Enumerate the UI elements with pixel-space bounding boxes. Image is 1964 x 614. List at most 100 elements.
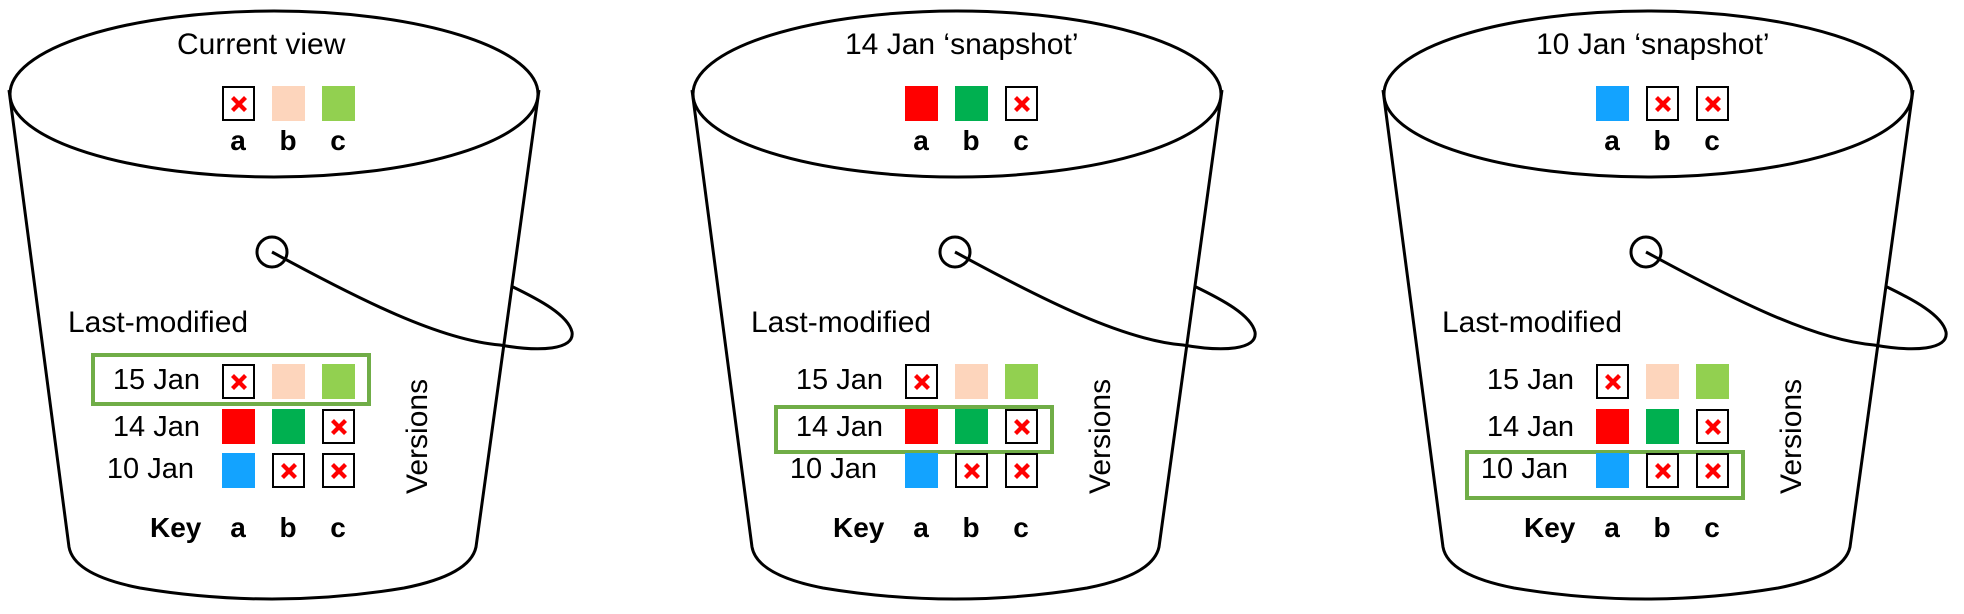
- object-b-delete-marker: [272, 453, 305, 488]
- deleted-x-icon: [1604, 373, 1621, 390]
- deleted-x-icon: [1704, 418, 1721, 435]
- object-c-delete-marker: [1005, 453, 1038, 488]
- deleted-x-icon: [1654, 95, 1671, 112]
- bucket-title: 10 Jan ‘snapshot’: [1536, 28, 1770, 61]
- object-label-a: a: [230, 125, 246, 156]
- key-label-a: a: [230, 512, 246, 543]
- version-date: 15 Jan: [795, 364, 883, 396]
- object-c-version-swatch: [1696, 364, 1729, 399]
- bucket-outline: [690, 9, 1257, 601]
- key-label-c: c: [1013, 512, 1029, 543]
- deleted-x-icon: [1654, 462, 1671, 479]
- object-a-version-swatch: [905, 453, 938, 488]
- key-label: Key: [150, 512, 202, 543]
- deleted-x-icon: [1704, 462, 1721, 479]
- selected-version-highlight: [774, 405, 1054, 454]
- object-label-b: b: [962, 125, 980, 156]
- object-label-c: c: [1013, 125, 1029, 156]
- version-date: 15 Jan: [112, 364, 200, 396]
- key-label: Key: [1524, 512, 1576, 543]
- object-b-version-swatch: [272, 86, 305, 121]
- bucket-handle-icon: [938, 235, 1257, 351]
- deleted-x-icon: [963, 462, 980, 479]
- object-a-version-swatch: [222, 409, 255, 444]
- object-a-delete-marker: [222, 364, 255, 399]
- version-date: 14 Jan: [112, 411, 200, 443]
- object-b-version-swatch: [955, 364, 988, 399]
- object-a-version-swatch: [1596, 86, 1629, 121]
- object-b-delete-marker: [1646, 86, 1679, 121]
- deleted-x-icon: [280, 462, 297, 479]
- object-b-version-swatch: [955, 409, 988, 444]
- object-c-version-swatch: [322, 364, 355, 399]
- deleted-x-icon: [1013, 95, 1030, 112]
- object-b-version-swatch: [955, 86, 988, 121]
- object-c-delete-marker: [1005, 86, 1038, 121]
- object-c-version-swatch: [1005, 364, 1038, 399]
- selected-version-highlight: [91, 353, 371, 406]
- object-label-b: b: [279, 125, 297, 156]
- versions-axis-label: Versions: [401, 378, 434, 494]
- object-b-delete-marker: [1646, 453, 1679, 488]
- bucket-handle-icon: [1629, 235, 1948, 351]
- deleted-x-icon: [230, 95, 247, 112]
- object-a-version-swatch: [1596, 453, 1629, 488]
- object-label-c: c: [330, 125, 346, 156]
- version-date: 10 Jan: [1480, 453, 1568, 485]
- versions-axis-label: Versions: [1775, 378, 1808, 494]
- last-modified-label: Last-modified: [68, 306, 249, 339]
- object-c-version-swatch: [322, 86, 355, 121]
- key-label-a: a: [913, 512, 929, 543]
- key-label-c: c: [330, 512, 346, 543]
- bucket-handle-icon: [255, 235, 574, 351]
- key-label-b: b: [1653, 512, 1671, 543]
- object-a-version-swatch: [1596, 409, 1629, 444]
- object-b-version-swatch: [272, 409, 305, 444]
- bucket-outline: [7, 9, 574, 601]
- bucket-title: 14 Jan ‘snapshot’: [845, 28, 1079, 61]
- versions-axis-label: Versions: [1084, 378, 1117, 494]
- deleted-x-icon: [1704, 95, 1721, 112]
- bucket-outline: [1381, 9, 1948, 601]
- bucket-title: Current view: [177, 28, 346, 61]
- object-label-a: a: [913, 125, 929, 156]
- object-a-version-swatch: [905, 409, 938, 444]
- version-date: 10 Jan: [106, 453, 194, 485]
- object-c-delete-marker: [322, 453, 355, 488]
- object-a-delete-marker: [1596, 364, 1629, 399]
- object-a-version-swatch: [222, 453, 255, 488]
- version-date: 15 Jan: [1486, 364, 1574, 396]
- object-a-delete-marker: [905, 364, 938, 399]
- object-c-delete-marker: [1696, 409, 1729, 444]
- selected-version-highlight: [1465, 450, 1745, 500]
- bucket-3: 10 Jan ‘snapshot’ a b c Last-modified 15…: [1374, 0, 1964, 614]
- deleted-x-icon: [330, 418, 347, 435]
- object-c-delete-marker: [1696, 453, 1729, 488]
- last-modified-label: Last-modified: [751, 306, 932, 339]
- object-c-delete-marker: [322, 409, 355, 444]
- object-a-delete-marker: [222, 86, 255, 121]
- object-b-delete-marker: [955, 453, 988, 488]
- object-label-c: c: [1704, 125, 1720, 156]
- version-date: 10 Jan: [789, 453, 877, 485]
- key-label: Key: [833, 512, 885, 543]
- key-label-a: a: [1604, 512, 1620, 543]
- bucket-1: Current view a b c Last-modified 15 Jan …: [0, 0, 600, 614]
- bucket-2: 14 Jan ‘snapshot’ a b c Last-modified 15…: [683, 0, 1283, 614]
- object-b-version-swatch: [1646, 409, 1679, 444]
- object-b-version-swatch: [1646, 364, 1679, 399]
- deleted-x-icon: [230, 373, 247, 390]
- version-date: 14 Jan: [1486, 411, 1574, 443]
- object-label-a: a: [1604, 125, 1620, 156]
- key-label-b: b: [279, 512, 297, 543]
- version-date: 14 Jan: [795, 411, 883, 443]
- deleted-x-icon: [913, 373, 930, 390]
- deleted-x-icon: [1013, 418, 1030, 435]
- key-label-b: b: [962, 512, 980, 543]
- object-c-delete-marker: [1005, 409, 1038, 444]
- deleted-x-icon: [330, 462, 347, 479]
- object-b-version-swatch: [272, 364, 305, 399]
- object-c-delete-marker: [1696, 86, 1729, 121]
- last-modified-label: Last-modified: [1442, 306, 1623, 339]
- deleted-x-icon: [1013, 462, 1030, 479]
